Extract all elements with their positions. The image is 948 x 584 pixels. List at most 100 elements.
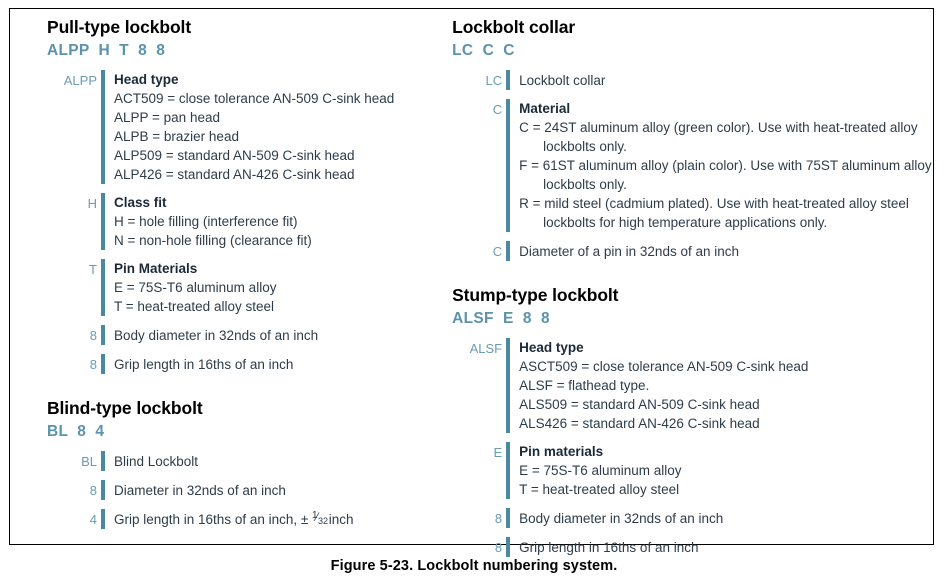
- code-row-accent-bar: [506, 508, 511, 528]
- code-row-line: R = mild steel (cadmium plated). Use wit…: [519, 194, 933, 232]
- code-row-key: 8: [494, 540, 503, 555]
- code-row-line: ALSF = flathead type.: [519, 378, 650, 393]
- code-row-accent-bar: [101, 259, 105, 316]
- code-row-body: Body diameter in 32nds of an inch: [114, 325, 433, 345]
- code-row-body: Diameter in 32nds of an inch: [114, 480, 433, 500]
- section-code-string: ALSF E 8 8: [452, 310, 550, 327]
- code-row-description-post: inch: [325, 512, 354, 527]
- code-row-key: C: [492, 102, 503, 117]
- code-row-line: E = 75S-T6 aluminum alloy: [114, 280, 277, 295]
- section-code-string: LC C C: [452, 42, 515, 59]
- code-row-key: 8: [494, 511, 503, 526]
- code-row-line: T = heat-treated alloy steel: [114, 299, 274, 314]
- code-row-key: 8: [89, 483, 97, 498]
- code-row-heading: Head type: [114, 72, 179, 87]
- fraction-denominator: 32: [318, 516, 329, 526]
- fraction-slash: ⁄: [316, 510, 319, 524]
- code-row-key: H: [87, 196, 97, 211]
- code-row-heading: Material: [519, 101, 571, 116]
- code-row-key: E: [493, 445, 503, 460]
- code-row-line: T = heat-treated alloy steel: [519, 482, 680, 497]
- code-row-body: Material C = 24ST aluminum alloy (green c…: [519, 99, 933, 232]
- code-row-line: ALP426 = standard AN-426 C-sink head: [114, 167, 355, 182]
- fraction-numerator: 1: [312, 510, 318, 521]
- code-row-description: Grip length in 16ths of an inch: [519, 540, 699, 555]
- code-row-line: ALPB = brazier head: [114, 129, 239, 144]
- code-row-key: T: [89, 262, 97, 277]
- code-row-accent-bar: [506, 241, 511, 261]
- code-row-line: N = non-hole filling (clearance fit): [114, 233, 312, 248]
- code-row-description: Body diameter in 32nds of an inch: [114, 328, 319, 343]
- figure-caption: Figure 5-23. Lockbolt numbering system.: [330, 558, 618, 574]
- code-row-key: C: [492, 244, 503, 259]
- code-row-description: Diameter in 32nds of an inch: [114, 483, 286, 498]
- code-row-heading: Class fit: [114, 195, 167, 210]
- code-row-line: ALS509 = standard AN-509 C-sink head: [519, 397, 760, 412]
- code-row: 8 Grip length in 16ths of an inch: [452, 537, 933, 557]
- code-row-body: Lockbolt collar: [519, 70, 933, 90]
- code-row-key: 4: [89, 512, 97, 527]
- code-row-description: Grip length in 16ths of an inch, ± 1⁄32 …: [114, 509, 433, 529]
- code-row-line: ALPP = pan head: [114, 110, 220, 125]
- code-row-body: Blind Lockbolt: [114, 451, 433, 471]
- section-title: Lockbolt collar: [452, 17, 576, 37]
- code-row: LC Lockbolt collar: [452, 70, 933, 90]
- fraction-glyph: 1⁄32: [312, 510, 328, 526]
- code-row: 8 Body diameter in 32nds of an inch: [452, 508, 933, 528]
- code-row-line: ACT509 = close tolerance AN-509 C-sink h…: [114, 91, 395, 106]
- code-row-heading: Pin Materials: [114, 261, 198, 276]
- code-row-accent-bar: [506, 442, 511, 499]
- code-row-body: Pin Materials E = 75S-T6 aluminum alloy T …: [114, 259, 433, 316]
- code-row-body: Grip length in 16ths of an inch, ± 1⁄32 …: [114, 509, 433, 529]
- code-row: 8 Body diameter in 32nds of an inch: [47, 325, 433, 345]
- code-row-accent-bar: [101, 325, 105, 345]
- code-row-key: LC: [485, 73, 503, 88]
- code-row-body: Diameter of a pin in 32nds of an inch: [519, 241, 933, 261]
- code-row-line-text: R = mild steel (cadmium plated). Use wit…: [519, 196, 909, 230]
- code-row-description: Diameter of a pin in 32nds of an inch: [519, 244, 739, 259]
- code-row-key: ALPP: [63, 73, 97, 88]
- code-row-line: C = 24ST aluminum alloy (green color). U…: [519, 118, 933, 156]
- code-row-heading: Pin materials: [519, 444, 604, 459]
- code-row-heading: Head type: [519, 340, 584, 355]
- code-row: C Diameter of a pin in 32nds of an inch: [452, 241, 933, 261]
- code-row-description: Lockbolt collar: [519, 73, 606, 88]
- code-row-body: Grip length in 16ths of an inch: [114, 354, 433, 374]
- code-row-accent-bar: [506, 70, 511, 90]
- code-row-accent-bar: [101, 509, 105, 529]
- code-row: H Class fit H = hole filling (interference…: [47, 193, 433, 250]
- code-row-line-text: C = 24ST aluminum alloy (green color). U…: [519, 120, 918, 154]
- code-row-line: H = hole filling (interference fit): [114, 214, 298, 229]
- code-row-accent-bar: [101, 451, 105, 471]
- code-row-line: ALS426 = standard AN-426 C-sink head: [519, 416, 760, 431]
- code-row-description: Body diameter in 32nds of an inch: [519, 511, 724, 526]
- code-row-line: ALP509 = standard AN-509 C-sink head: [114, 148, 355, 163]
- code-row-body: Class fit H = hole filling (interference …: [114, 193, 433, 250]
- section-code-string: BL 8 4: [47, 423, 105, 440]
- code-row-description: Grip length in 16ths of an inch: [114, 357, 294, 372]
- code-row-body: Body diameter in 32nds of an inch: [519, 508, 933, 528]
- code-row-accent-bar: [101, 480, 105, 500]
- section-title: Stump-type lockbolt: [452, 285, 619, 305]
- section-title: Blind-type lockbolt: [47, 398, 203, 418]
- code-row-accent-bar: [506, 537, 511, 557]
- code-row-accent-bar: [101, 193, 105, 250]
- code-row-line: E = 75S-T6 aluminum alloy: [519, 463, 682, 478]
- code-row-key: 8: [89, 328, 97, 343]
- section-code-string: ALPP H T 8 8: [47, 42, 166, 59]
- code-row-line-text: F = 61ST aluminum alloy (plain color). U…: [519, 158, 932, 192]
